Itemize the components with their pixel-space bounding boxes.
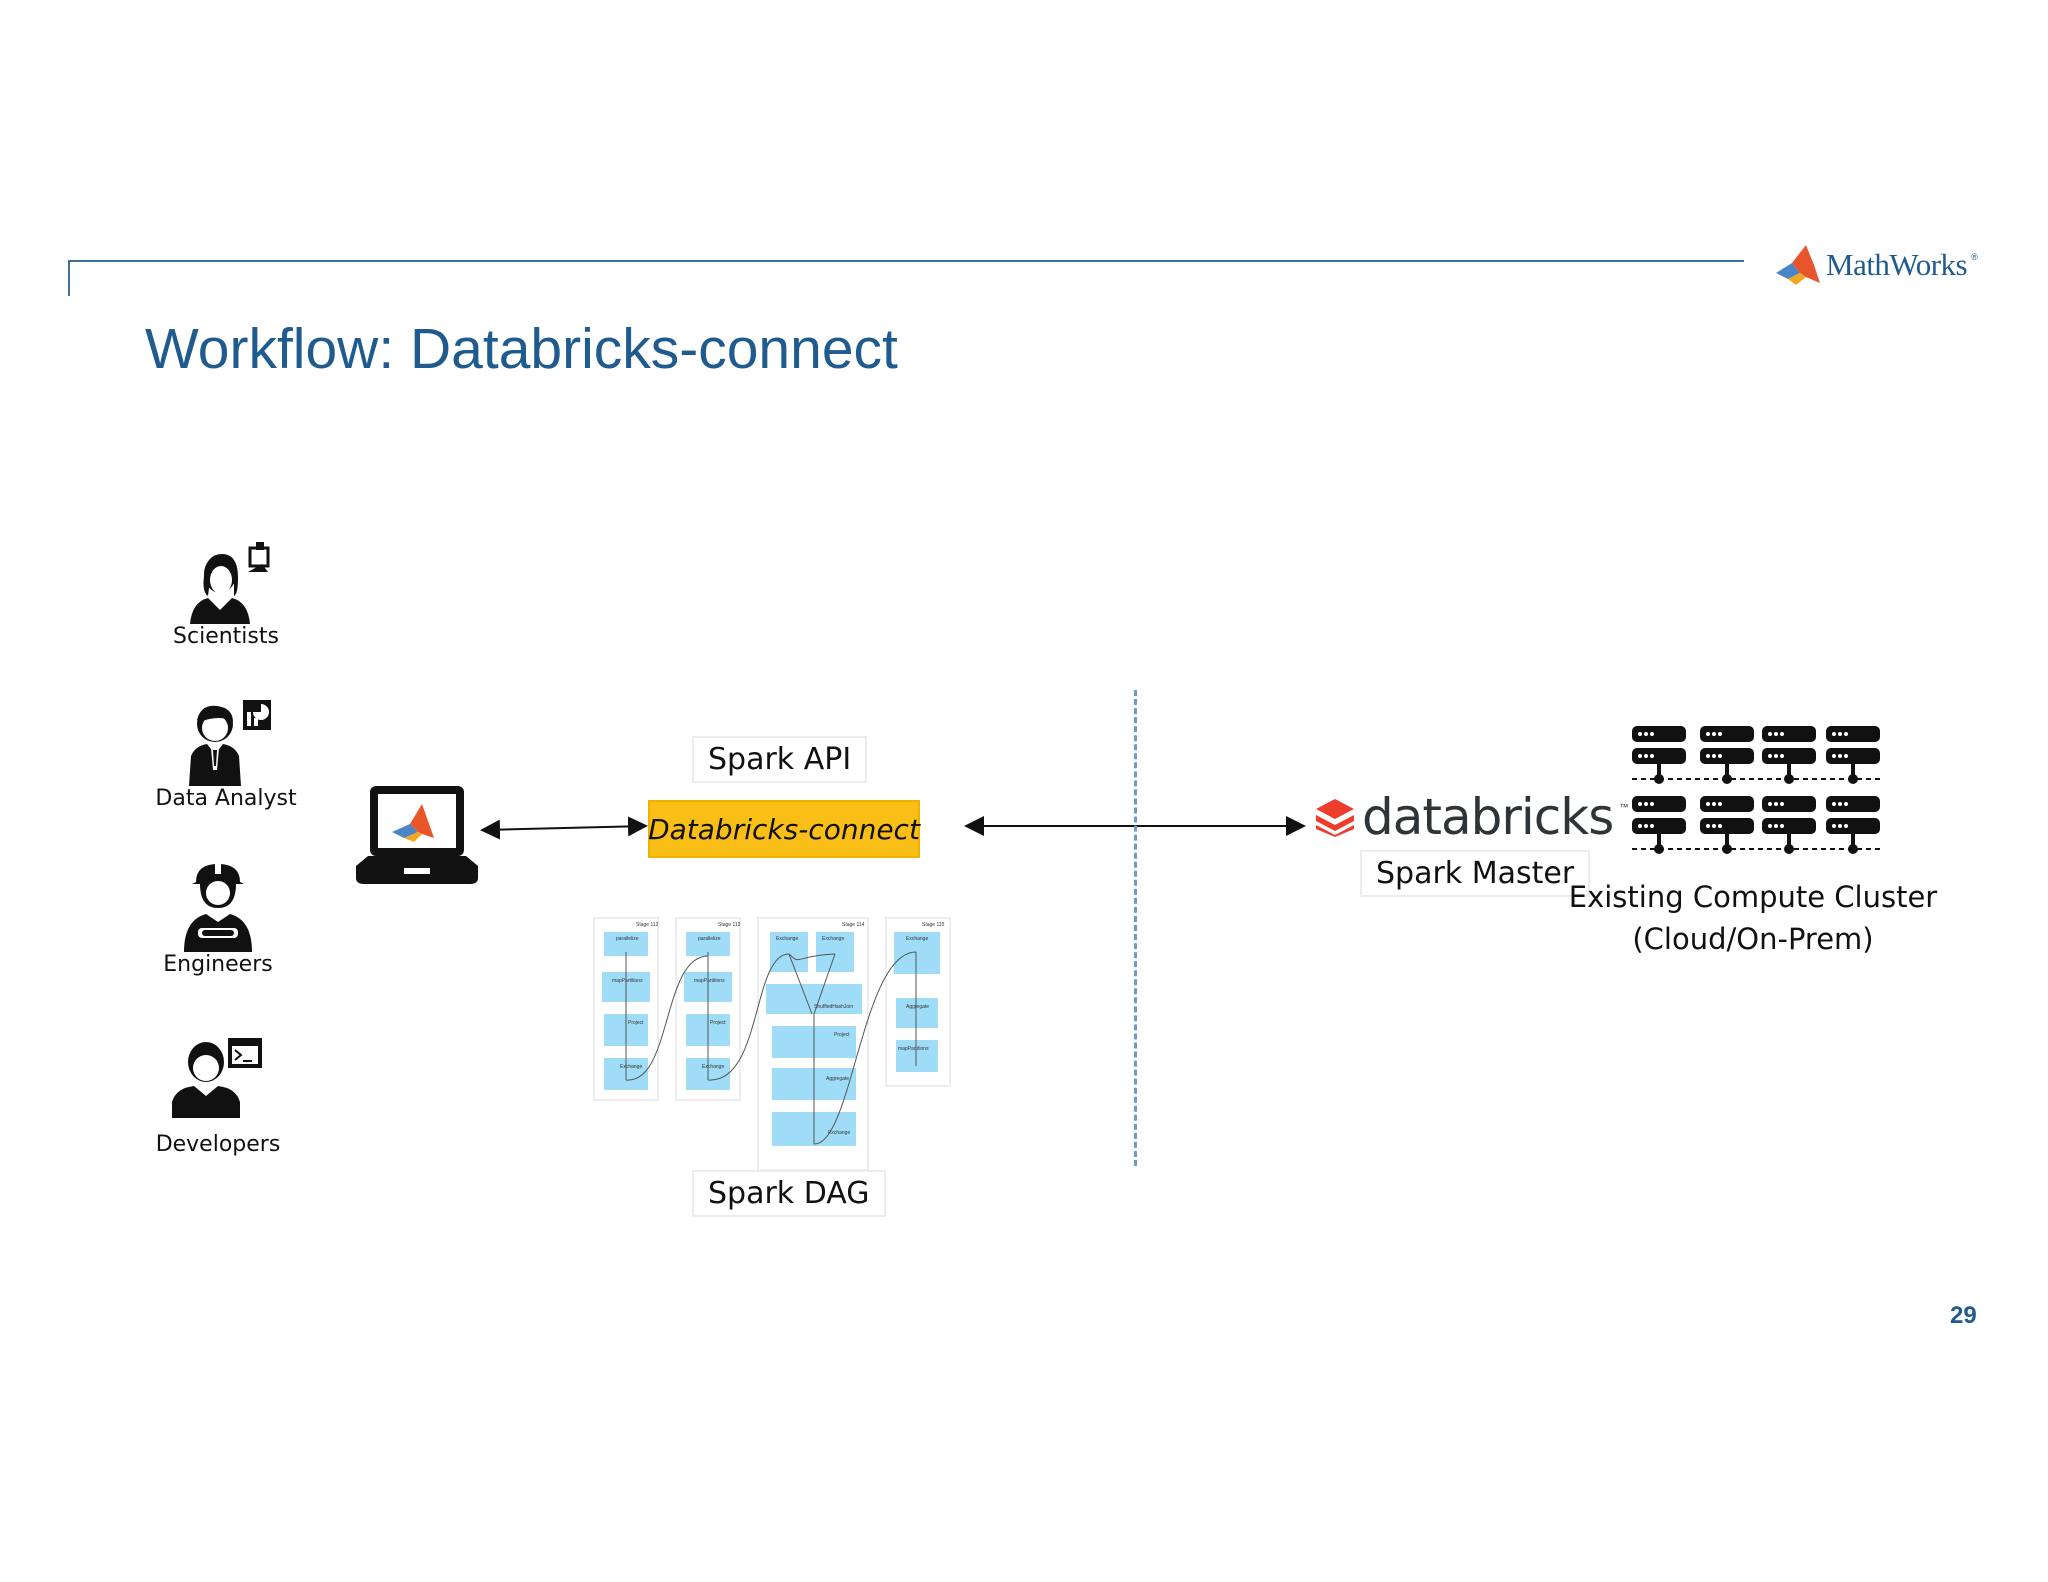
persona-label: Engineers <box>163 952 273 977</box>
header-rule <box>68 260 1744 262</box>
dag-stage-title: Stage 112 <box>636 922 659 928</box>
data-analyst-icon <box>189 700 271 786</box>
engineer-icon <box>184 862 252 952</box>
dag-stage: Stage 114 Exchange Exchange ShuffledHash… <box>757 917 869 1171</box>
cluster-label-line2: (Cloud/On-Prem) <box>1632 922 1874 956</box>
server-rack-icon <box>1632 726 1880 854</box>
databricks-trademark: ™ <box>1619 802 1629 812</box>
persona-label: Developers <box>155 1132 281 1157</box>
logo-trademark: ® <box>1971 252 1978 262</box>
persona-data-analyst: Data Analyst <box>126 700 326 811</box>
spark-api-label: Spark API <box>692 736 868 783</box>
persona-label: Data Analyst <box>155 786 297 811</box>
header-rule-tick <box>68 260 70 296</box>
databricks-wordmark: databricks <box>1362 788 1614 846</box>
persona-scientists: Scientists <box>126 540 326 649</box>
dag-node-label: mapPartitions <box>612 978 643 984</box>
dag-node-label: mapPartitions <box>898 1046 929 1052</box>
dag-node-label: mapPartitions <box>694 978 725 984</box>
cluster-label-line1: Existing Compute Cluster <box>1568 880 1938 914</box>
dag-stage: Stage 112 parallelize mapPartitions Proj… <box>593 917 659 1101</box>
logo-wordmark: MathWorks <box>1826 247 1968 282</box>
network-boundary-divider <box>1134 690 1137 1166</box>
persona-developers: Developers <box>118 1036 318 1157</box>
cluster-label: Existing Compute Cluster (Cloud/On-Prem) <box>1568 876 1938 960</box>
dag-node-label: Exchange <box>828 1130 850 1136</box>
dag-stage-title: Stage 115 <box>922 922 945 928</box>
dag-node-label: Exchange <box>620 1064 642 1070</box>
databricks-stack-icon <box>1316 799 1354 837</box>
dag-node-label: Project <box>628 1020 644 1026</box>
developer-icon <box>172 1038 262 1118</box>
dag-node-label: parallelize <box>698 936 721 942</box>
dag-node-label: Project <box>834 1032 850 1038</box>
databricks-logo: databricks ™ <box>1314 788 1628 846</box>
persona-engineers: Engineers <box>118 860 318 977</box>
slide-title: Workflow: Databricks-connect <box>145 317 898 381</box>
dag-stage: Stage 113 parallelize mapPartitions Proj… <box>675 917 741 1101</box>
dag-stage-title: Stage 114 <box>842 922 865 928</box>
dag-node-label: Exchange <box>776 936 798 942</box>
dag-node-label: Exchange <box>906 936 928 942</box>
dag-stage-title: Stage 113 <box>718 922 741 928</box>
scientist-icon <box>190 542 270 624</box>
dag-edges <box>625 951 917 1145</box>
dag-node-label: Aggregate <box>826 1076 849 1082</box>
membrane-logo-icon <box>1776 245 1820 285</box>
dag-node-label: parallelize <box>616 936 639 942</box>
laptop-matlab-icon <box>356 786 478 884</box>
dag-node-label: Project <box>710 1020 726 1026</box>
server-icon <box>1632 726 1880 854</box>
dag-node-label: ShuffledHashJoin <box>814 1004 853 1010</box>
dag-node-label: Exchange <box>822 936 844 942</box>
databricks-connect-box: Databricks-connect <box>648 800 920 858</box>
dag-stage: Stage 115 Exchange Aggregate mapPartitio… <box>885 917 951 1087</box>
spark-dag-label: Spark DAG <box>692 1170 886 1217</box>
databricks-connect-label: Databricks-connect <box>648 812 920 846</box>
spark-master-label: Spark Master <box>1360 850 1591 897</box>
dag-node-label: Exchange <box>702 1064 724 1070</box>
page-number: 29 <box>1950 1302 1977 1329</box>
spark-dag-diagram: Stage 112 parallelize mapPartitions Proj… <box>593 917 951 1171</box>
persona-label: Scientists <box>173 624 279 649</box>
mathworks-logo: MathWorks ® <box>1774 242 1978 288</box>
dag-node-label: Aggregate <box>906 1004 929 1010</box>
laptop-connect-arrow <box>480 816 648 840</box>
